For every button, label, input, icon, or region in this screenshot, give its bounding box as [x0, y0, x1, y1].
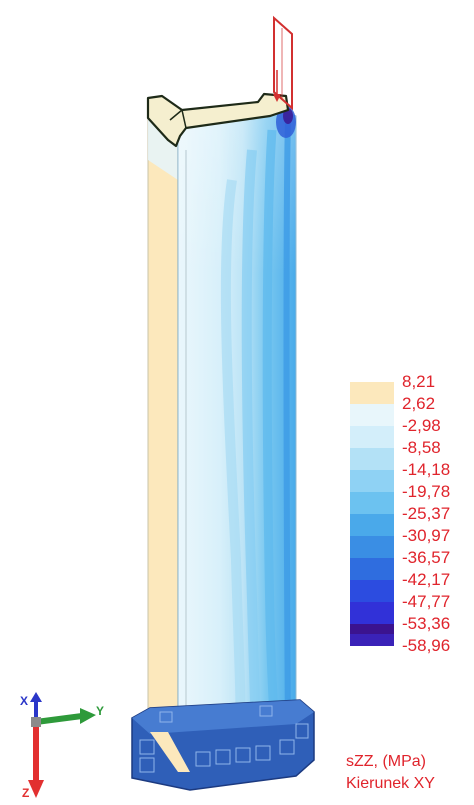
legend-row: -2,98 [350, 416, 470, 448]
legend-value-label: -19,78 [402, 482, 451, 501]
legend-value-label: -36,57 [402, 548, 451, 567]
legend-swatch [350, 382, 394, 404]
legend-value-label: 2,62 [402, 394, 436, 413]
legend-row: 8,21 [350, 372, 470, 404]
axis-x-label: X [20, 694, 29, 708]
legend-value-label: -58,96 [402, 636, 451, 655]
legend-row: -25,37 [350, 504, 470, 536]
legend-caption: sZZ, (MPa) Kierunek XY [346, 752, 435, 796]
legend-row: -42,17 [350, 570, 470, 602]
legend-value-label: 8,21 [402, 372, 436, 391]
legend-row: -36,57 [350, 548, 470, 580]
legend-swatch [350, 514, 394, 536]
legend-swatch [350, 448, 394, 470]
legend-value-label: -53,36 [402, 614, 451, 633]
legend-value-label: -42,17 [402, 570, 451, 589]
axis-y-label: Y [96, 704, 105, 718]
legend-row: -19,78 [350, 482, 470, 514]
legend-caption-direction: Kierunek XY [346, 775, 435, 792]
legend-value-label: -8,58 [402, 438, 441, 457]
base-plate [131, 699, 315, 791]
legend-row: -30,97 [350, 526, 470, 558]
legend-caption-quantity: sZZ, (MPa) [346, 753, 426, 770]
legend-swatch [350, 536, 394, 558]
legend-value-label: -47,77 [402, 592, 451, 611]
legend-swatch [350, 602, 394, 624]
legend-swatch [350, 404, 394, 426]
legend-value-label: -25,37 [402, 504, 451, 523]
legend-row: -47,77 [350, 592, 470, 624]
axis-triad [28, 692, 96, 798]
legend-value-label: -14,18 [402, 460, 451, 479]
web-plate [177, 106, 297, 773]
legend-swatch [350, 470, 394, 492]
legend-row: -58,96 [350, 624, 470, 658]
load-indicator [273, 15, 293, 111]
legend-swatch [350, 426, 394, 448]
legend-row: -8,58 [350, 438, 470, 470]
legend-row: -14,18 [350, 460, 470, 492]
stress-legend: 8,21 2,62 -2,98 -8,58 -14,18 -19,78 -25,37 -30,… [350, 372, 470, 658]
legend-swatch [350, 558, 394, 580]
legend-swatch [350, 580, 394, 602]
axis-z-label: Z [22, 786, 30, 800]
legend-row: 2,62 [350, 394, 470, 426]
legend-value-label: -30,97 [402, 526, 451, 545]
legend-swatch [350, 624, 394, 634]
legend-value-label: -2,98 [402, 416, 441, 435]
top-section-outline [146, 92, 290, 148]
legend-swatch [350, 492, 394, 514]
left-flange [147, 116, 179, 774]
